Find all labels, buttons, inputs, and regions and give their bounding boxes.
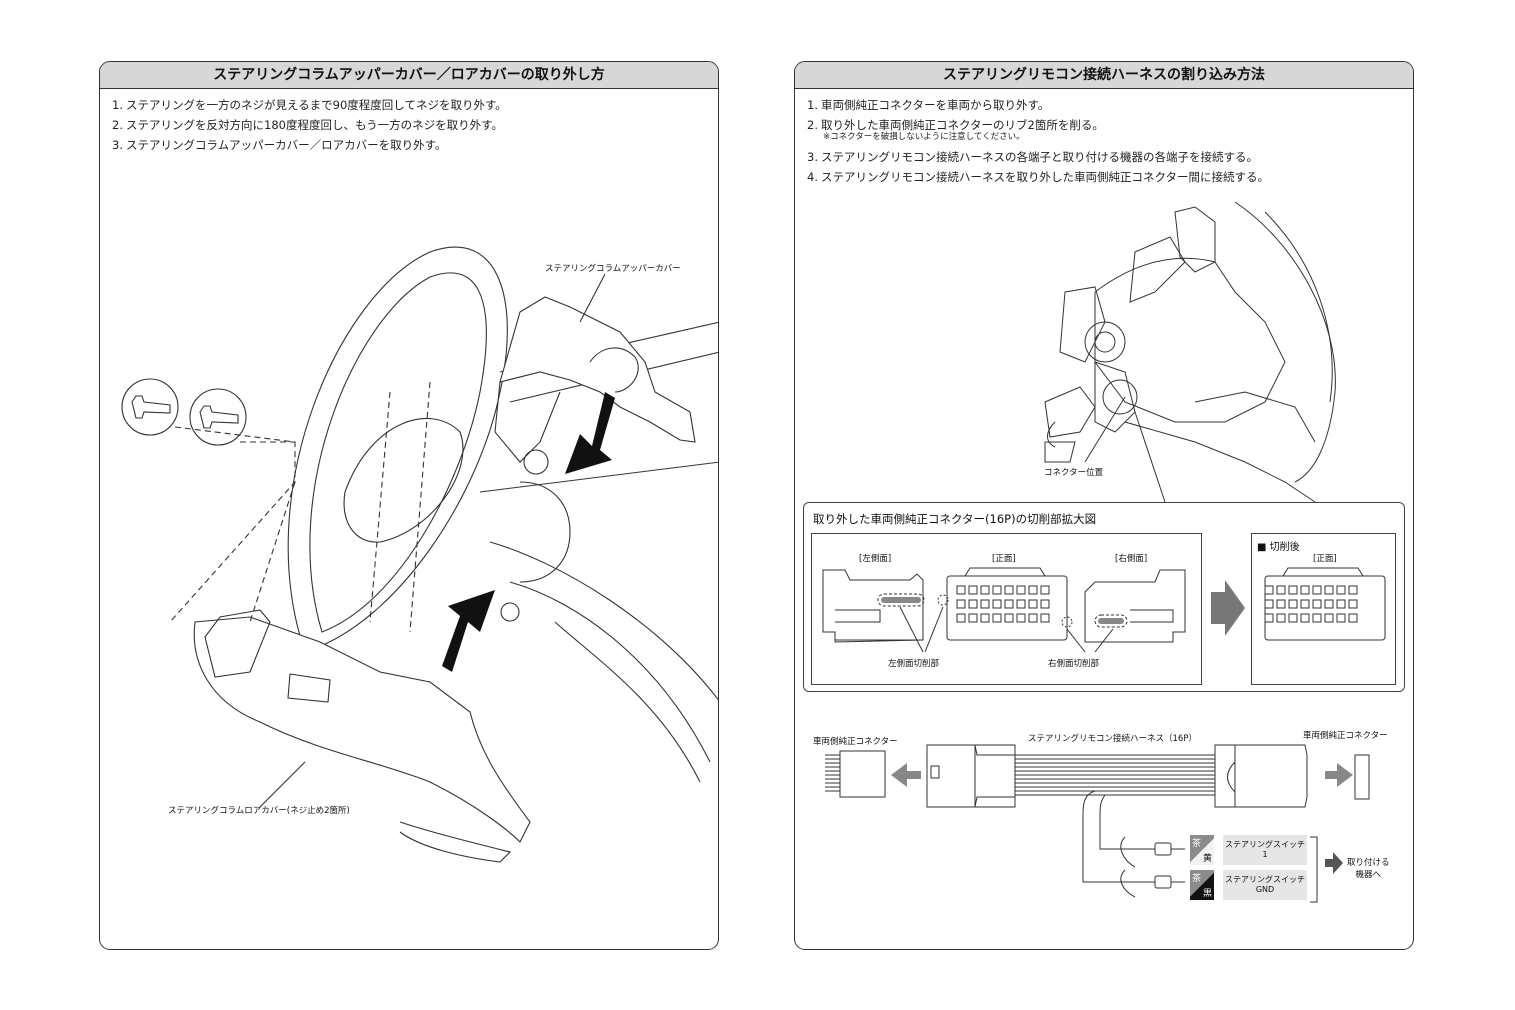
steering-column-illustration [121, 246, 718, 863]
switch-gnd-line1: ステアリングスイッチ [1225, 875, 1305, 884]
switch1-chip: ステアリングスイッチ1 [1223, 835, 1307, 865]
lower-cover-label: ステアリングコラムロアカバー(ネジ止め2箇所) [168, 806, 350, 816]
left-step-1: 1.ステアリングを一方のネジが見えるまで90度程度回してネジを取り外す。 [112, 98, 507, 112]
left-panel-title: ステアリングコラムアッパーカバー／ロアカバーの取り外し方 [100, 62, 718, 89]
harness-name-label: ステアリングリモコン接続ハーネス（16P） [1028, 734, 1197, 744]
wire-color-brown-yellow: 茶 黄 [1190, 835, 1214, 865]
cut-left-label: 左側面切削部 [888, 659, 940, 669]
enlarged-view-title: 取り外した車両側純正コネクター(16P)の切削部拡大図 [813, 512, 1097, 526]
right-connector-label: 車両側純正コネクター [1303, 731, 1388, 741]
wire1-color-bottom: 黄 [1202, 854, 1212, 864]
left-connector-label: 車両側純正コネクター [813, 737, 898, 747]
wire2-color-bottom: 黒 [1202, 889, 1212, 899]
right-step-4: 4.ステアリングリモコン接続ハーネスを取り外した車両側純正コネクター間に接続する… [807, 170, 1270, 184]
view-front-label: [正面] [992, 554, 1016, 564]
right-steps-list: 1.車両側純正コネクターを車両から取り外す。 2.取り外した車両側純正コネクター… [807, 95, 1413, 187]
device-label: 取り付ける 機器へ [1347, 857, 1390, 881]
harness-diagram [825, 744, 1370, 903]
right-step-2: 2.取り外した車両側純正コネクターのリブ2箇所を削る。 [807, 118, 1104, 132]
left-instruction-panel: ステアリングコラムアッパーカバー／ロアカバーの取り外し方 1.ステアリングを一方… [99, 61, 719, 950]
before-cut-frame [811, 533, 1202, 685]
upper-cover-label: ステアリングコラムアッパーカバー [545, 264, 681, 274]
cut-right-label: 右側面切削部 [1048, 659, 1100, 669]
view-left-label: [左側面] [859, 554, 892, 564]
wire2-color-top: 茶 [1192, 874, 1202, 884]
switch-gnd-line2: GND [1255, 885, 1275, 894]
right-instruction-panel: ステアリングリモコン接続ハーネスの割り込み方法 1.車両側純正コネクターを車両か… [794, 61, 1414, 950]
left-step-3: 3.ステアリングコラムアッパーカバー／ロアカバーを取り外す。 [112, 138, 447, 152]
connector-views-drawing [822, 567, 1386, 653]
caution-note: ※コネクターを破損しないように注意してください。 [823, 132, 1025, 142]
left-steps-list: 1.ステアリングを一方のネジが見えるまで90度程度回してネジを取り外す。 2.ス… [112, 95, 718, 155]
wire-color-brown-black: 茶 黒 [1190, 870, 1214, 900]
connector-position-label: コネクター位置 [1044, 468, 1104, 478]
right-step-1: 1.車両側純正コネクターを車両から取り外す。 [807, 98, 1050, 112]
wire1-color-top: 茶 [1192, 839, 1202, 849]
right-panel-title: ステアリングリモコン接続ハーネスの割り込み方法 [795, 62, 1413, 89]
device-label-line1: 取り付ける [1347, 858, 1390, 868]
device-label-line2: 機器へ [1355, 870, 1382, 880]
left-step-2: 2.ステアリングを反対方向に180度程度回し、もう一方のネジを取り外す。 [112, 118, 503, 132]
right-step-3: 3.ステアリングリモコン接続ハーネスの各端子と取り付ける機器の各端子を接続する。 [807, 150, 1258, 164]
connector-location-illustration [1044, 201, 1336, 503]
after-cut-frame [1251, 533, 1396, 685]
switch-gnd-chip: ステアリングスイッチ GND [1223, 870, 1307, 900]
after-cut-label: ■ 切削後 [1257, 542, 1300, 553]
after-front-label: [正面] [1313, 554, 1337, 564]
view-right-label: [右側面] [1115, 554, 1148, 564]
